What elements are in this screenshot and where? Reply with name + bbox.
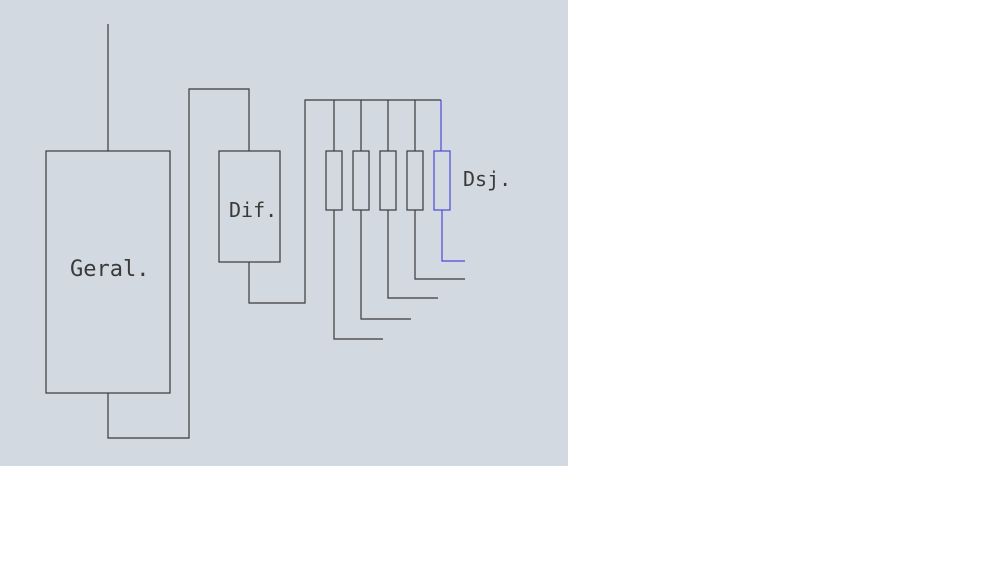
main-breaker-label: Geral. — [70, 257, 149, 282]
breaker-2-output-wire — [360, 210, 411, 320]
breaker-5-output-wire — [441, 210, 465, 262]
breaker-4-output-wire — [414, 210, 465, 280]
breakers-label: Dsj. — [463, 167, 511, 191]
breaker-1-output-wire — [333, 210, 383, 340]
drawing-area — [0, 0, 568, 466]
differential-label: Dif. — [229, 198, 277, 222]
main-to-differential-wire — [107, 88, 250, 439]
breaker-3-output-wire — [387, 210, 438, 299]
differential-to-busbar-wire — [248, 99, 441, 304]
